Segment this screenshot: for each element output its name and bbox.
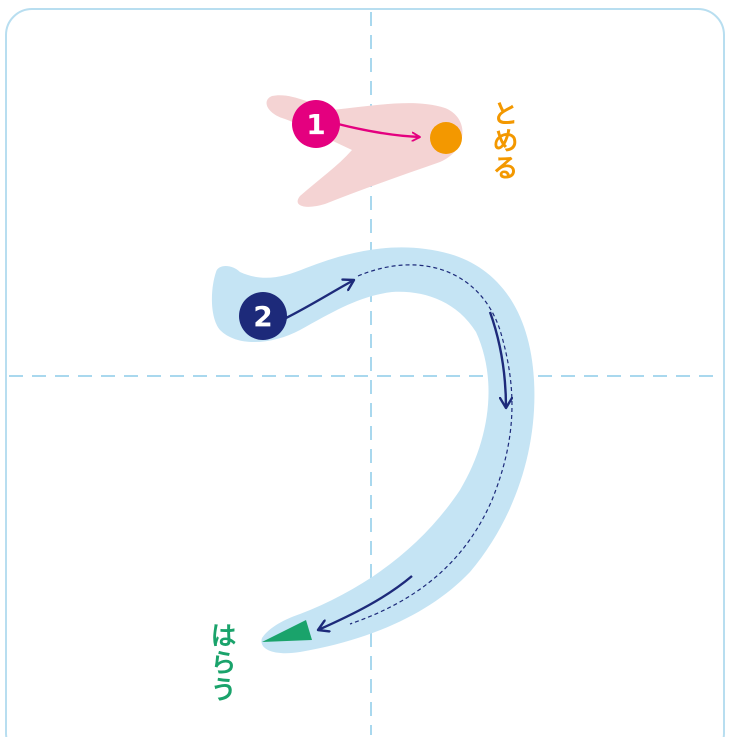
stroke-1-badge: 1 <box>292 100 340 148</box>
stroke-2-arrow-down <box>488 311 506 408</box>
stroke-1-number: 1 <box>306 108 325 141</box>
stroke-2-badge: 2 <box>239 292 287 340</box>
stroke-2-arrow-start <box>285 280 354 320</box>
stroke-2-number: 2 <box>253 300 272 333</box>
tome-label: とめる <box>488 100 518 181</box>
sweep-tip-marker <box>262 620 312 642</box>
practice-frame <box>5 8 725 737</box>
stroke-2-dashed-path <box>349 264 513 625</box>
stop-dot <box>430 122 462 154</box>
harau-label: はらう <box>206 622 236 703</box>
stroke-2-shape <box>211 247 535 654</box>
stroke-2-arrow-sweep <box>318 575 413 630</box>
stroke-1-arrow <box>337 122 420 137</box>
